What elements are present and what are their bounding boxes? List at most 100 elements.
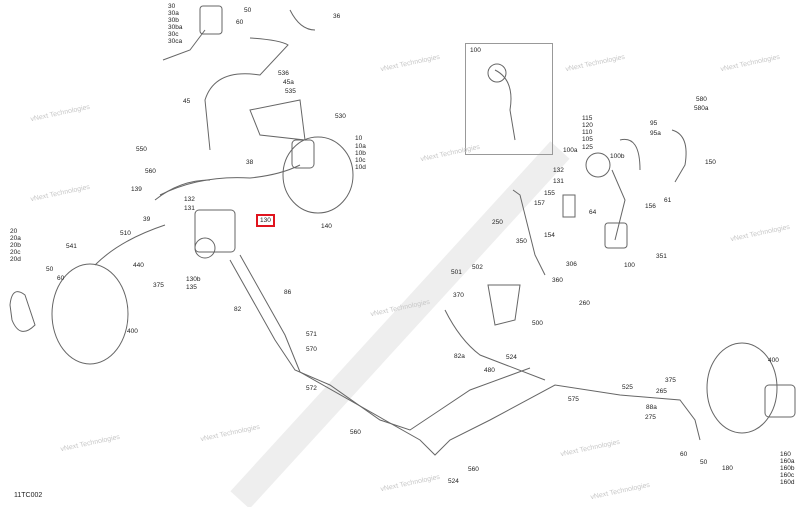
part-callout-400[interactable]: 400 (768, 357, 779, 364)
part-callout-30c[interactable]: 30c (168, 31, 179, 38)
part-callout-38[interactable]: 38 (246, 159, 254, 166)
part-callout-45a[interactable]: 45a (283, 79, 294, 86)
part-callout-130b[interactable]: 130b (186, 276, 201, 283)
part-callout-265[interactable]: 265 (656, 388, 667, 395)
front-right-caliper (291, 139, 315, 169)
part-callout-36[interactable]: 36 (333, 13, 341, 20)
part-callout-82[interactable]: 82 (234, 306, 242, 313)
part-callout-571[interactable]: 571 (306, 331, 317, 338)
part-callout-560[interactable]: 560 (350, 429, 361, 436)
part-callout-155[interactable]: 155 (544, 190, 555, 197)
part-callout-160d[interactable]: 160d (780, 479, 795, 486)
part-callout-160a[interactable]: 160a (780, 458, 795, 465)
part-callout-535[interactable]: 535 (285, 88, 296, 95)
part-callout-135[interactable]: 135 (186, 284, 197, 291)
part-callout-250[interactable]: 250 (492, 219, 503, 226)
part-callout-30a[interactable]: 30a (168, 10, 179, 17)
part-callout-20[interactable]: 20 (10, 228, 18, 235)
part-callout-30b[interactable]: 30b (168, 17, 179, 24)
part-callout-140[interactable]: 140 (321, 223, 332, 230)
part-callout-131[interactable]: 131 (553, 178, 564, 185)
part-callout-132[interactable]: 132 (553, 167, 564, 174)
part-callout-541[interactable]: 541 (66, 243, 77, 250)
part-callout-580[interactable]: 580 (696, 96, 707, 103)
part-callout-10d[interactable]: 10d (355, 164, 366, 171)
part-callout-156[interactable]: 156 (645, 203, 656, 210)
part-callout-275[interactable]: 275 (645, 414, 656, 421)
part-callout-95a[interactable]: 95a (650, 130, 661, 137)
part-callout-20b[interactable]: 20b (10, 242, 21, 249)
part-callout-50[interactable]: 50 (700, 459, 708, 466)
part-callout-154[interactable]: 154 (544, 232, 555, 239)
part-callout-110[interactable]: 110 (582, 129, 593, 136)
part-callout-45[interactable]: 45 (183, 98, 191, 105)
part-callout-60[interactable]: 60 (236, 19, 244, 26)
part-callout-100b[interactable]: 100b (610, 153, 625, 160)
part-callout-560[interactable]: 560 (468, 466, 479, 473)
part-callout-120[interactable]: 120 (582, 122, 593, 129)
part-callout-572[interactable]: 572 (306, 385, 317, 392)
part-callout-20c[interactable]: 20c (10, 249, 21, 256)
part-callout-524[interactable]: 524 (448, 478, 459, 485)
part-callout-10c[interactable]: 10c (355, 157, 366, 164)
part-callout-131[interactable]: 131 (184, 205, 195, 212)
part-callout-20a[interactable]: 20a (10, 235, 21, 242)
part-callout-160c[interactable]: 160c (780, 472, 795, 479)
part-callout-88a[interactable]: 88a (646, 404, 657, 411)
part-callout-360[interactable]: 360 (552, 277, 563, 284)
part-callout-575[interactable]: 575 (568, 396, 579, 403)
part-callout-50[interactable]: 50 (244, 7, 252, 14)
part-callout-130[interactable]: 130 (256, 214, 275, 227)
part-callout-50[interactable]: 50 (46, 266, 54, 273)
part-callout-115[interactable]: 115 (582, 115, 593, 122)
part-callout-100[interactable]: 100 (624, 262, 635, 269)
part-callout-150[interactable]: 150 (705, 159, 716, 166)
part-callout-125[interactable]: 125 (582, 144, 593, 151)
part-callout-160b[interactable]: 160b (780, 465, 795, 472)
part-callout-100a[interactable]: 100a (563, 147, 578, 154)
part-callout-550[interactable]: 550 (136, 146, 147, 153)
part-callout-60[interactable]: 60 (680, 451, 688, 458)
part-callout-536[interactable]: 536 (278, 70, 289, 77)
part-callout-60[interactable]: 60 (57, 275, 65, 282)
part-callout-375[interactable]: 375 (665, 377, 676, 384)
part-callout-86[interactable]: 86 (284, 289, 292, 296)
part-callout-82a[interactable]: 82a (454, 353, 465, 360)
part-callout-160[interactable]: 160 (780, 451, 791, 458)
part-callout-61[interactable]: 61 (664, 197, 672, 204)
part-callout-524[interactable]: 524 (506, 354, 517, 361)
part-callout-501[interactable]: 501 (451, 269, 462, 276)
part-callout-525[interactable]: 525 (622, 384, 633, 391)
part-callout-306[interactable]: 306 (566, 261, 577, 268)
part-callout-105[interactable]: 105 (582, 136, 593, 143)
part-callout-370[interactable]: 370 (453, 292, 464, 299)
part-callout-139[interactable]: 139 (131, 186, 142, 193)
part-callout-30[interactable]: 30 (168, 3, 176, 10)
part-callout-375[interactable]: 375 (153, 282, 164, 289)
part-callout-530[interactable]: 530 (335, 113, 346, 120)
part-callout-30ca[interactable]: 30ca (168, 38, 183, 45)
part-callout-351[interactable]: 351 (656, 253, 667, 260)
part-callout-30ba[interactable]: 30ba (168, 24, 183, 31)
part-callout-64[interactable]: 64 (589, 209, 597, 216)
part-callout-440[interactable]: 440 (133, 262, 144, 269)
part-callout-480[interactable]: 480 (484, 367, 495, 374)
part-callout-10[interactable]: 10 (355, 135, 363, 142)
part-callout-560[interactable]: 560 (145, 168, 156, 175)
part-callout-157[interactable]: 157 (534, 200, 545, 207)
part-callout-570[interactable]: 570 (306, 346, 317, 353)
part-callout-20d[interactable]: 20d (10, 256, 21, 263)
part-callout-180[interactable]: 180 (722, 465, 733, 472)
part-callout-400[interactable]: 400 (127, 328, 138, 335)
part-callout-510[interactable]: 510 (120, 230, 131, 237)
part-callout-580a[interactable]: 580a (694, 105, 709, 112)
part-callout-502[interactable]: 502 (472, 264, 483, 271)
part-callout-39[interactable]: 39 (143, 216, 151, 223)
part-callout-500[interactable]: 500 (532, 320, 543, 327)
part-callout-10b[interactable]: 10b (355, 150, 366, 157)
part-callout-132[interactable]: 132 (184, 196, 195, 203)
part-callout-10a[interactable]: 10a (355, 143, 366, 150)
part-callout-95[interactable]: 95 (650, 120, 658, 127)
part-callout-260[interactable]: 260 (579, 300, 590, 307)
part-callout-350[interactable]: 350 (516, 238, 527, 245)
